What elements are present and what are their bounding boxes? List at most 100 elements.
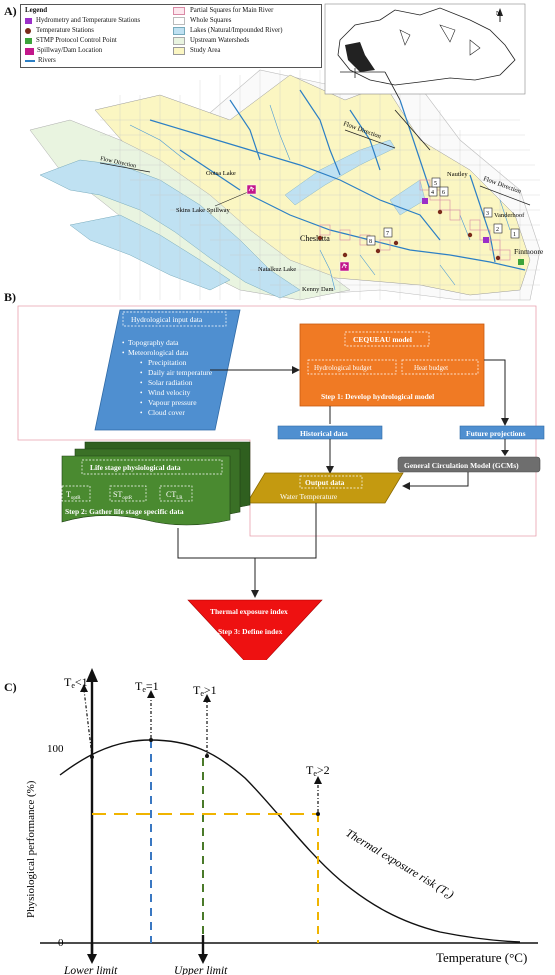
legend-item: Study Area [173,46,318,56]
legend-item: Lakes (Natural/Impounded River) [173,26,318,36]
upper-limit-label: Upper limit [174,965,228,975]
legend-item: Spillway/Dam Location [25,46,170,56]
map-legend: Legend Hydrometry and Temperature Statio… [20,4,322,68]
ct-lr-label: CTLR [166,490,183,501]
hydrological-budget: Hydrological budget [314,364,372,372]
te-less-than-1-label: Te<1 [64,675,88,690]
y-value-0: 0 [58,937,64,949]
gcm-box [397,456,541,473]
legend-title: Legend [25,6,48,14]
svg-text:•: • [140,359,143,367]
temperature-station-icon [495,255,501,261]
place-ootsa-lake: Ootsa Lake [206,170,236,177]
temperature-station-icon [393,240,399,246]
study-area-map: N Flow Direction Flow Direction Flow Dir… [29,3,544,301]
hydrometry-station-icon [25,18,32,24]
input-item-topography: Topography data [128,338,179,347]
hydrometry-station-icon [422,198,428,204]
partial-square-icon [173,7,185,15]
thermal-index-triangle [187,599,323,660]
st-optr-label: SToptR [113,490,133,501]
station-label-1: 1 [513,232,516,238]
temperature-station-icon [437,209,443,215]
water-temperature-label: Water Temperature [280,492,338,501]
kenny-dam-icon [339,261,350,272]
y-axis-label: Physiological performance (%) [25,780,37,918]
legend-item: Hydrometry and Temperature Stations [25,16,170,26]
future-projections-box [459,425,545,440]
svg-text:•: • [140,399,143,407]
place-natalkuz-lake: Natalkuz Lake [258,266,296,273]
gcm-label: General Circulation Model (GCMs) [404,461,519,470]
lower-limit-label: Lower limit [63,965,118,975]
panel-a-label: A) [4,4,17,18]
svg-text:•: • [122,349,125,357]
future-projections-label: Future projections [466,429,526,438]
station-label-6: 6 [442,190,445,196]
station-number-labels: 1 2 3 4 5 6 7 8 [366,177,520,246]
place-cheslatta: Cheslatta [300,234,330,243]
te-greater-2-label: Te>2 [306,763,330,778]
input-item-meteorological: Meteorological data [128,348,189,357]
t-optr-label: ToptR [66,490,81,501]
river-line-icon [25,60,35,62]
station-label-3: 3 [486,211,489,217]
cequeau-model-box [299,323,485,407]
station-label-7: 7 [386,231,389,237]
hydrometry-station-icon [483,237,489,243]
step3-label: Step 3: Define index [218,627,283,636]
place-kenny-dam: Kenny Dam [302,286,334,293]
input-sub-air-temp: Daily air temperature [148,368,213,377]
legend-item: Temperature Stations [25,26,170,36]
step2-label: Step 2: Gather life stage specific data [65,507,184,516]
temperature-station-icon [317,235,323,241]
svg-text:•: • [122,339,125,347]
station-label-4: 4 [431,190,434,196]
station-label-2: 2 [496,227,499,233]
thermal-performance-curve: 100 0 Physiological performance (%) Temp… [25,668,538,975]
map-region [29,59,541,301]
performance-curve [59,739,521,943]
historical-data-label: Historical data [300,429,348,438]
input-sub-precipitation: Precipitation [148,358,187,367]
svg-text:•: • [140,379,143,387]
svg-text:•: • [140,369,143,377]
output-title: Output data [305,478,345,487]
panel-b-label: B) [4,290,16,304]
watershed-square-icon [173,37,185,45]
whole-square-icon [173,17,185,25]
legend-item: Upstream Watersheds [173,36,318,46]
spillway-dam-icon [25,47,34,55]
place-skins-lake-spillway: Skins Lake Spillway [176,207,231,214]
input-data-shape [94,309,241,431]
step1-label: Step 1: Develop hydrological model [321,392,434,401]
legend-item: Partial Squares for Main River [173,6,318,16]
legend-right-column: Partial Squares for Main River Whole Squ… [173,6,318,56]
stmp-control-point-icon [518,259,524,265]
thermal-risk-label: Thermal exposure risk (Te) [343,827,456,902]
legend-left-column: Hydrometry and Temperature Stations Temp… [25,16,170,66]
cequeau-title: CEQUEAU model [353,335,412,344]
te-greater-1-label: Te>1 [193,683,217,698]
temperature-station-icon [375,248,381,254]
svg-text:•: • [140,389,143,397]
svg-text:•: • [140,409,143,417]
y-value-100: 100 [47,743,64,755]
input-title: Hydrological input data [131,315,203,324]
station-label-8: 8 [369,239,372,245]
north-label: N [496,11,501,17]
te-equal-1-label: Te=1 [135,679,159,694]
index-title: Thermal exposure index [210,607,288,616]
stmp-control-point-icon [25,38,32,44]
input-sub-solar: Solar radiation [148,378,193,387]
heat-budget: Heat budget [414,364,448,372]
x-axis-label: Temperature (°C) [436,950,527,965]
input-sub-cloud: Cloud cover [148,408,185,417]
legend-item: Rivers [25,56,170,66]
place-vanderhoof: Vanderhoof [494,212,525,219]
temperature-station-icon [467,232,473,238]
place-finmoore: Finmoore [514,247,544,256]
lake-square-icon [173,27,185,35]
workflow-diagram: Hydrological input data Topography data … [17,305,545,660]
station-label-5: 5 [434,181,437,187]
